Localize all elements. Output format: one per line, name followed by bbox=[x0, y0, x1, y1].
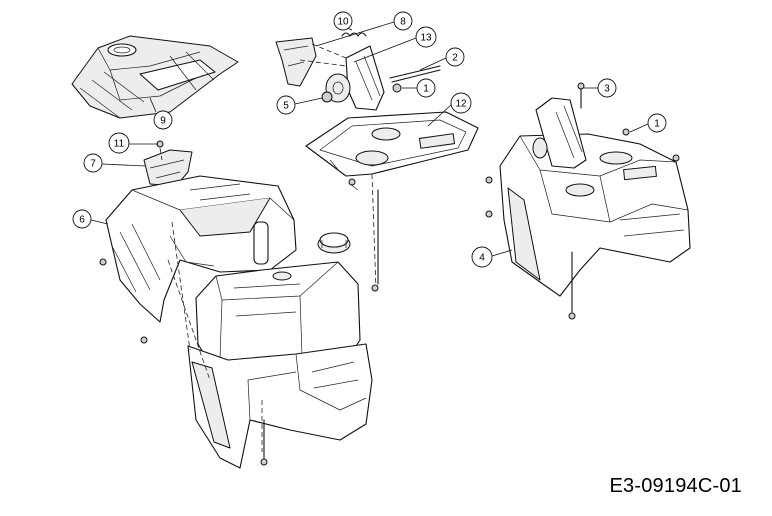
callout-12-label: 12 bbox=[455, 99, 467, 110]
callout-1-right: 1 bbox=[647, 113, 667, 133]
callout-7-label: 8 bbox=[400, 17, 406, 28]
callout-3: 3 bbox=[597, 78, 617, 98]
callout-11: 4 bbox=[471, 246, 493, 268]
callout-12: 12 bbox=[450, 92, 472, 114]
callout-1-center-label: 1 bbox=[423, 84, 429, 95]
fender-body-part bbox=[99, 175, 297, 344]
small-bracket-part bbox=[143, 140, 193, 187]
callout-2-label: 2 bbox=[452, 53, 458, 64]
callout-1-center: 1 bbox=[416, 78, 436, 98]
lower-pan-left-part bbox=[167, 221, 373, 469]
callout-leaders bbox=[90, 21, 649, 257]
callout-8: 9 bbox=[153, 110, 173, 130]
callout-7: 8 bbox=[393, 11, 413, 31]
drawing-code-label: E3-09194C-01 bbox=[609, 475, 742, 497]
callout-10-label: 11 bbox=[114, 139, 125, 150]
callout-6-label: 7 bbox=[90, 159, 96, 170]
callout-9-label: 10 bbox=[337, 17, 349, 28]
steering-bracket-part bbox=[275, 32, 441, 111]
callout-1-right-label: 1 bbox=[654, 119, 660, 130]
callout-3-label: 3 bbox=[604, 84, 610, 95]
callout-8-label: 9 bbox=[160, 116, 166, 127]
callout-10: 11 bbox=[108, 132, 130, 154]
callout-13-label: 13 bbox=[420, 33, 432, 44]
callout-6: 7 bbox=[83, 153, 103, 173]
assembled-pan-right-part bbox=[485, 82, 691, 320]
callout-2: 2 bbox=[445, 47, 465, 67]
dashboard-cover-part bbox=[71, 35, 239, 119]
callout-5-label: 6 bbox=[79, 215, 85, 226]
callout-4-label: 5 bbox=[283, 101, 289, 112]
callout-13: 13 bbox=[415, 26, 437, 48]
callout-5: 6 bbox=[72, 209, 92, 229]
callout-9: 10 bbox=[333, 11, 353, 31]
callout-4: 5 bbox=[276, 95, 296, 115]
callout-11-label: 4 bbox=[479, 253, 485, 264]
floor-plate-part bbox=[305, 111, 479, 292]
fuel-tank-part bbox=[195, 232, 361, 367]
